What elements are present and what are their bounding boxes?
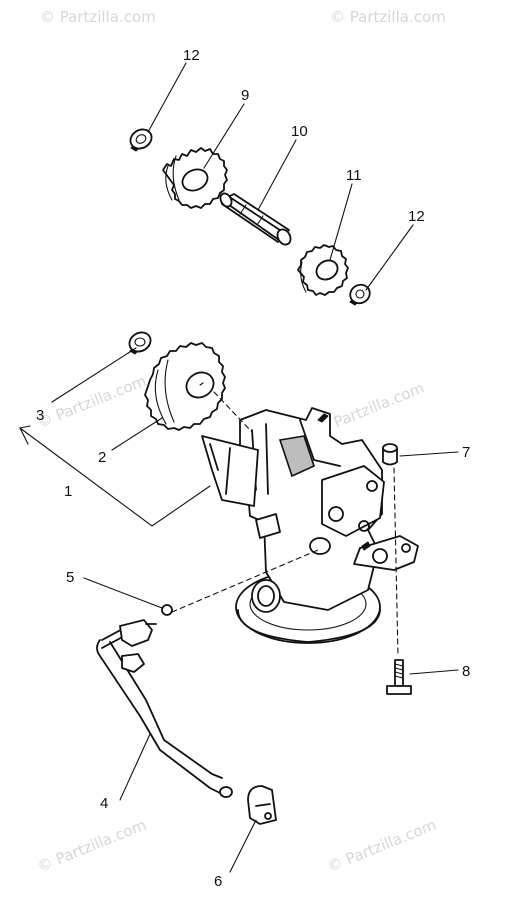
callout-9: 9 bbox=[241, 87, 249, 104]
part-8-bolt bbox=[386, 659, 412, 695]
callouts: 12 9 10 11 12 3 2 1 7 5 8 4 6 bbox=[36, 47, 470, 890]
leader-12-right bbox=[365, 224, 414, 291]
watermark-top-left: © Partzilla.com bbox=[40, 8, 156, 26]
leader-11 bbox=[329, 183, 353, 261]
watermark-bottom-left: © Partzilla.com bbox=[35, 816, 149, 876]
callout-7: 7 bbox=[462, 444, 470, 461]
leader-1-bracket bbox=[18, 425, 211, 527]
leader-1-bracket-inner bbox=[19, 427, 29, 445]
callout-12-top: 12 bbox=[183, 47, 200, 64]
part-4-pipe bbox=[96, 619, 233, 798]
leader-12-top bbox=[147, 62, 187, 133]
leader-9 bbox=[203, 103, 245, 169]
watermark-bottom-right: © Partzilla.com bbox=[325, 816, 439, 876]
callout-5: 5 bbox=[66, 569, 74, 586]
part-1-pump-assembly bbox=[201, 407, 419, 644]
part-6-clamp bbox=[247, 785, 277, 825]
leader-lines bbox=[18, 62, 459, 873]
callout-4: 4 bbox=[100, 795, 108, 812]
part-12-circlip-top bbox=[129, 128, 153, 152]
leader-8 bbox=[409, 669, 459, 675]
leader-5 bbox=[83, 577, 163, 609]
leader-6 bbox=[229, 819, 257, 873]
part-10-shaft bbox=[219, 192, 292, 246]
dash-2-to-body bbox=[213, 391, 253, 433]
callout-3: 3 bbox=[36, 407, 44, 424]
callout-2: 2 bbox=[98, 449, 106, 466]
callout-6: 6 bbox=[214, 873, 222, 890]
dash-7-to-8 bbox=[393, 467, 399, 657]
callout-1: 1 bbox=[64, 483, 72, 500]
callout-12-right: 12 bbox=[408, 208, 425, 225]
watermark-top-right: © Partzilla.com bbox=[330, 8, 446, 26]
part-9-gear bbox=[162, 147, 228, 209]
part-2-large-gear bbox=[144, 342, 226, 431]
part-7-pin bbox=[382, 443, 398, 466]
part-12-circlip-right bbox=[349, 283, 371, 306]
part-5-o-ring bbox=[161, 604, 173, 616]
leader-4 bbox=[119, 733, 151, 801]
leader-7 bbox=[399, 451, 459, 457]
leader-2 bbox=[111, 417, 163, 451]
leader-3 bbox=[51, 347, 137, 403]
callout-11: 11 bbox=[346, 167, 362, 184]
callout-8: 8 bbox=[462, 663, 470, 680]
part-11-gear bbox=[297, 244, 349, 296]
callout-10: 10 bbox=[291, 123, 308, 140]
leader-10 bbox=[257, 139, 297, 211]
